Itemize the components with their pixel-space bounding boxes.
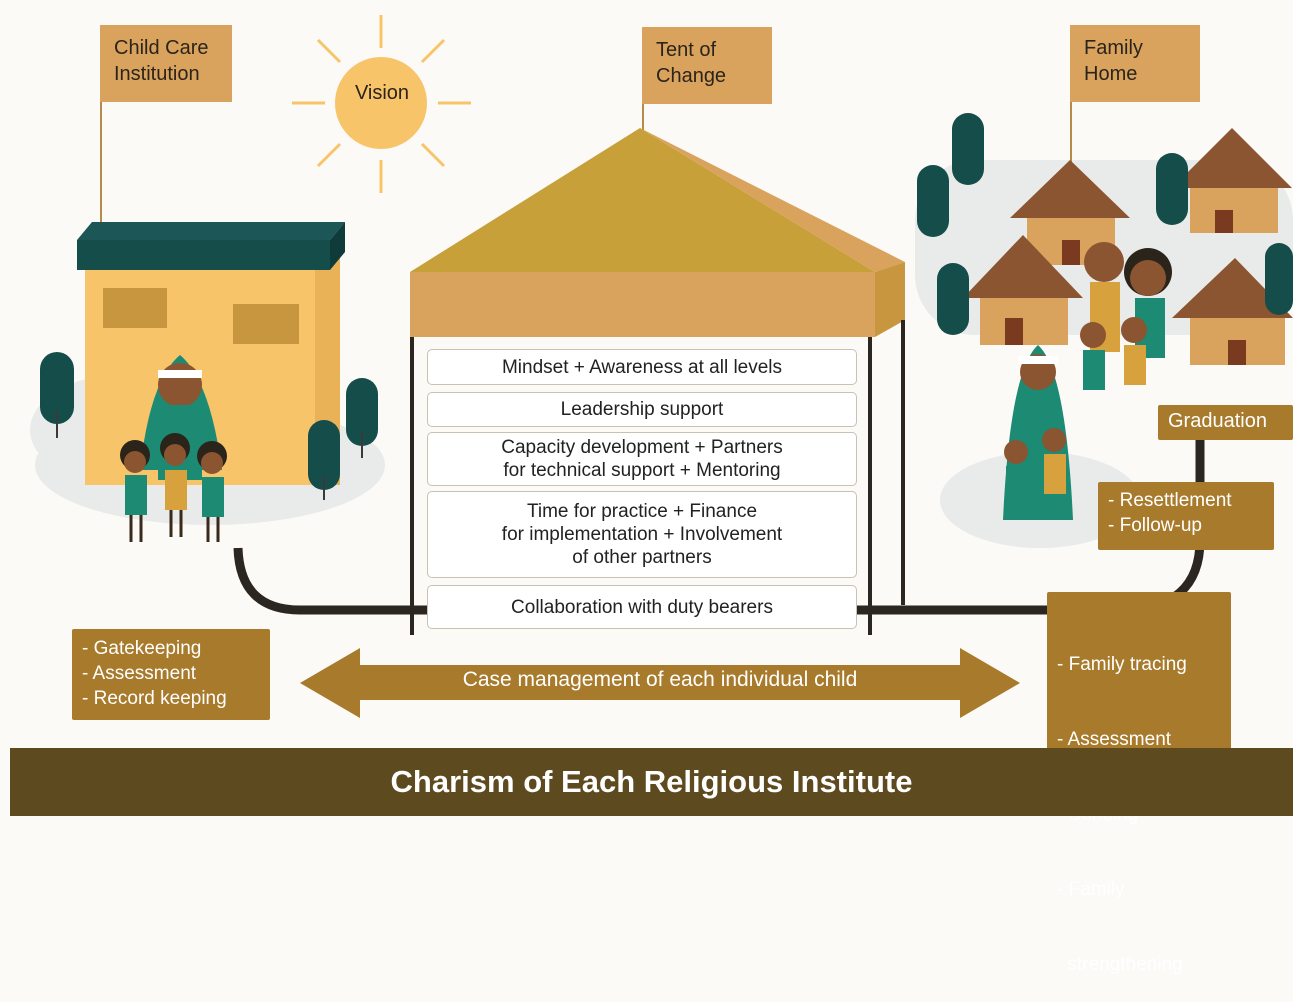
tree-icon: [917, 113, 1293, 335]
flag-label-line: Change: [656, 65, 727, 87]
sun-icon: [292, 15, 471, 193]
caregiver-with-children-left: [120, 355, 227, 542]
flag-label-line: Child Care: [114, 37, 209, 59]
flag-child-care-institution: Child Care Institution: [100, 25, 232, 102]
family-group-right: [1003, 242, 1172, 520]
tree-icon: [40, 352, 378, 500]
step-box-resettlement: - Resettlement - Follow-up: [1098, 482, 1274, 550]
flag-label-line: Institution: [114, 63, 200, 85]
step-item: - Record keeping: [82, 688, 227, 709]
tent-box-line: Collaboration with duty bearers: [511, 596, 773, 618]
step-box-family-tracing: - Family tracing - Assessment - Bonding …: [1047, 592, 1231, 975]
tent-box-line: Leadership support: [560, 399, 724, 420]
case-management-arrow: [300, 648, 1020, 718]
flag-label-line: Tent of: [656, 39, 717, 61]
tent-box-line: for technical support + Mentoring: [503, 460, 781, 481]
step-box-graduation: Graduation: [1158, 405, 1293, 440]
illustration-scene: [30, 15, 1293, 718]
tent-box-line: Mindset + Awareness at all levels: [501, 356, 783, 378]
step-item: - Assessment: [82, 663, 197, 684]
tent-box-mindset: Mindset + Awareness at all levels: [427, 349, 857, 385]
vision-label: Vision: [354, 82, 410, 104]
step-item: - Family: [1057, 879, 1125, 900]
step-item: - Follow-up: [1108, 515, 1202, 536]
flag-family-home: Family Home: [1070, 25, 1200, 102]
hut-icon: [963, 128, 1293, 365]
flag-label-line: Family: [1084, 37, 1143, 59]
footer-banner: Charism of Each Religious Institute: [10, 748, 1293, 816]
step-item: - Assessment: [1057, 729, 1172, 750]
tent-box-leadership: Leadership support: [427, 392, 857, 427]
case-management-label: Case management of each individual child: [462, 668, 858, 691]
tent-box-line: Time for practice + Finance: [526, 501, 758, 522]
tent-box-line: of other partners: [572, 547, 712, 568]
flag-label-line: Home: [1084, 63, 1138, 85]
step-item: - Gatekeeping: [82, 638, 202, 659]
step-item: - Family tracing: [1057, 654, 1187, 675]
tent-box-collaboration: Collaboration with duty bearers: [427, 585, 857, 629]
tent-box-line: for implementation + Involvement: [501, 524, 783, 545]
tent-box-time-finance: Time for practice + Finance for implemen…: [427, 491, 857, 578]
tent-box-capacity: Capacity development + Partners for tech…: [427, 432, 857, 486]
step-item: strengthening: [1057, 954, 1183, 975]
step-box-gatekeeping: - Gatekeeping - Assessment - Record keep…: [72, 629, 270, 720]
tent-box-line: Capacity development + Partners: [501, 437, 783, 458]
tent-of-change: [410, 128, 905, 635]
step-item: - Resettlement: [1108, 490, 1232, 511]
flag-tent-of-change: Tent of Change: [642, 27, 772, 104]
